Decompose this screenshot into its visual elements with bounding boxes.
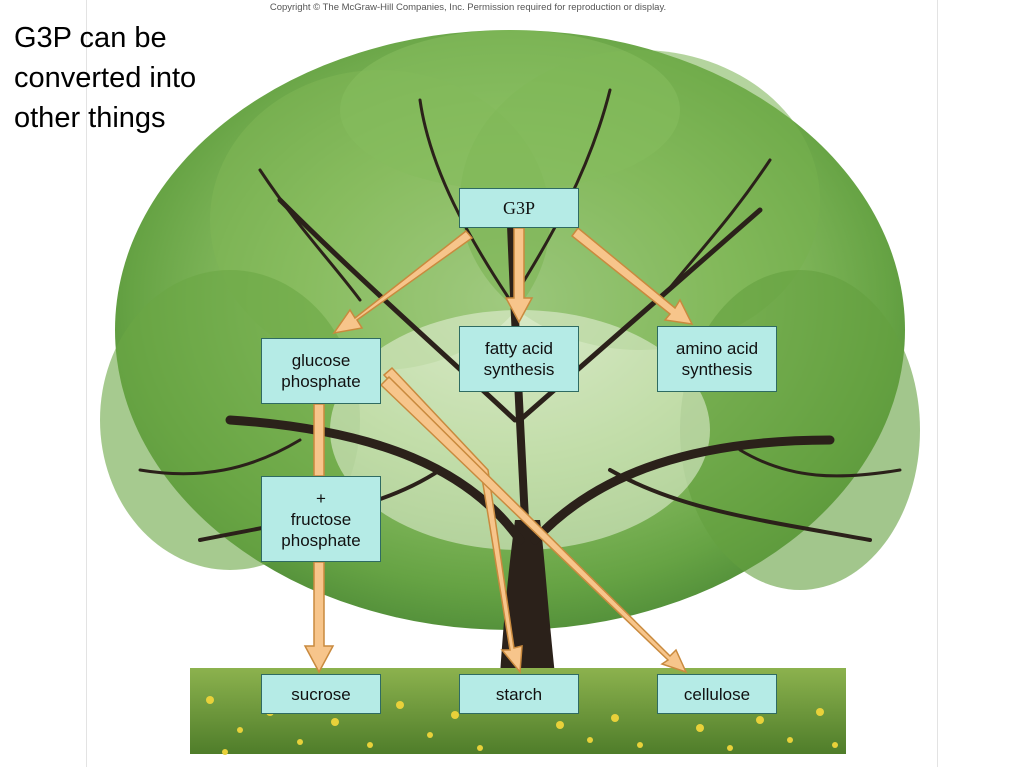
arrow-g3p-to-fatty-acid bbox=[504, 227, 534, 324]
node-starch: starch bbox=[459, 674, 579, 714]
node-cellulose-label: cellulose bbox=[683, 684, 751, 704]
title-line-2: converted into bbox=[14, 62, 197, 94]
tree-trunk bbox=[138, 88, 902, 675]
node-fructose-line-2: phosphate bbox=[281, 530, 361, 550]
node-g3p: G3P bbox=[459, 188, 579, 228]
arrows bbox=[303, 226, 694, 674]
node-fatty-acid-synthesis: fatty acid synthesis bbox=[459, 326, 579, 392]
node-fructose-line-1: fructose bbox=[290, 509, 352, 529]
title-line-1: G3P can be bbox=[14, 22, 167, 54]
arrow-glucose-to-fructose-link bbox=[313, 403, 325, 477]
node-fructose-phosphate: + fructose phosphate bbox=[261, 476, 381, 562]
copyright-notice: Copyright © The McGraw-Hill Companies, I… bbox=[269, 2, 667, 13]
slide-title: G3P can be converted into other things bbox=[14, 18, 196, 138]
node-sucrose: sucrose bbox=[261, 674, 381, 714]
arrow-fructose-to-sucrose bbox=[303, 561, 335, 674]
node-starch-label: starch bbox=[495, 684, 543, 704]
title-line-3: other things bbox=[14, 102, 166, 134]
node-amino-acid-line-2: synthesis bbox=[681, 360, 753, 379]
node-sucrose-label: sucrose bbox=[291, 684, 351, 704]
node-cellulose: cellulose bbox=[657, 674, 777, 714]
node-glucose-phosphate-line-2: phosphate bbox=[281, 372, 361, 391]
node-fatty-acid-line-2: synthesis bbox=[483, 360, 555, 379]
arrow-g3p-to-glucose-phosphate bbox=[332, 229, 474, 335]
node-glucose-phosphate: glucose phosphate bbox=[261, 338, 381, 404]
arrow-glucose-to-cellulose bbox=[379, 375, 688, 674]
arrow-glucose-to-starch bbox=[382, 366, 523, 674]
node-amino-acid-synthesis: amino acid synthesis bbox=[657, 326, 777, 392]
arrow-g3p-to-amino-acid bbox=[570, 226, 694, 325]
node-fatty-acid-line-1: fatty acid bbox=[484, 339, 554, 358]
node-amino-acid-line-1: amino acid bbox=[675, 339, 759, 358]
node-g3p-label: G3P bbox=[502, 197, 535, 218]
node-glucose-phosphate-line-1: glucose bbox=[291, 351, 351, 370]
node-fructose-plus: + bbox=[316, 488, 326, 508]
